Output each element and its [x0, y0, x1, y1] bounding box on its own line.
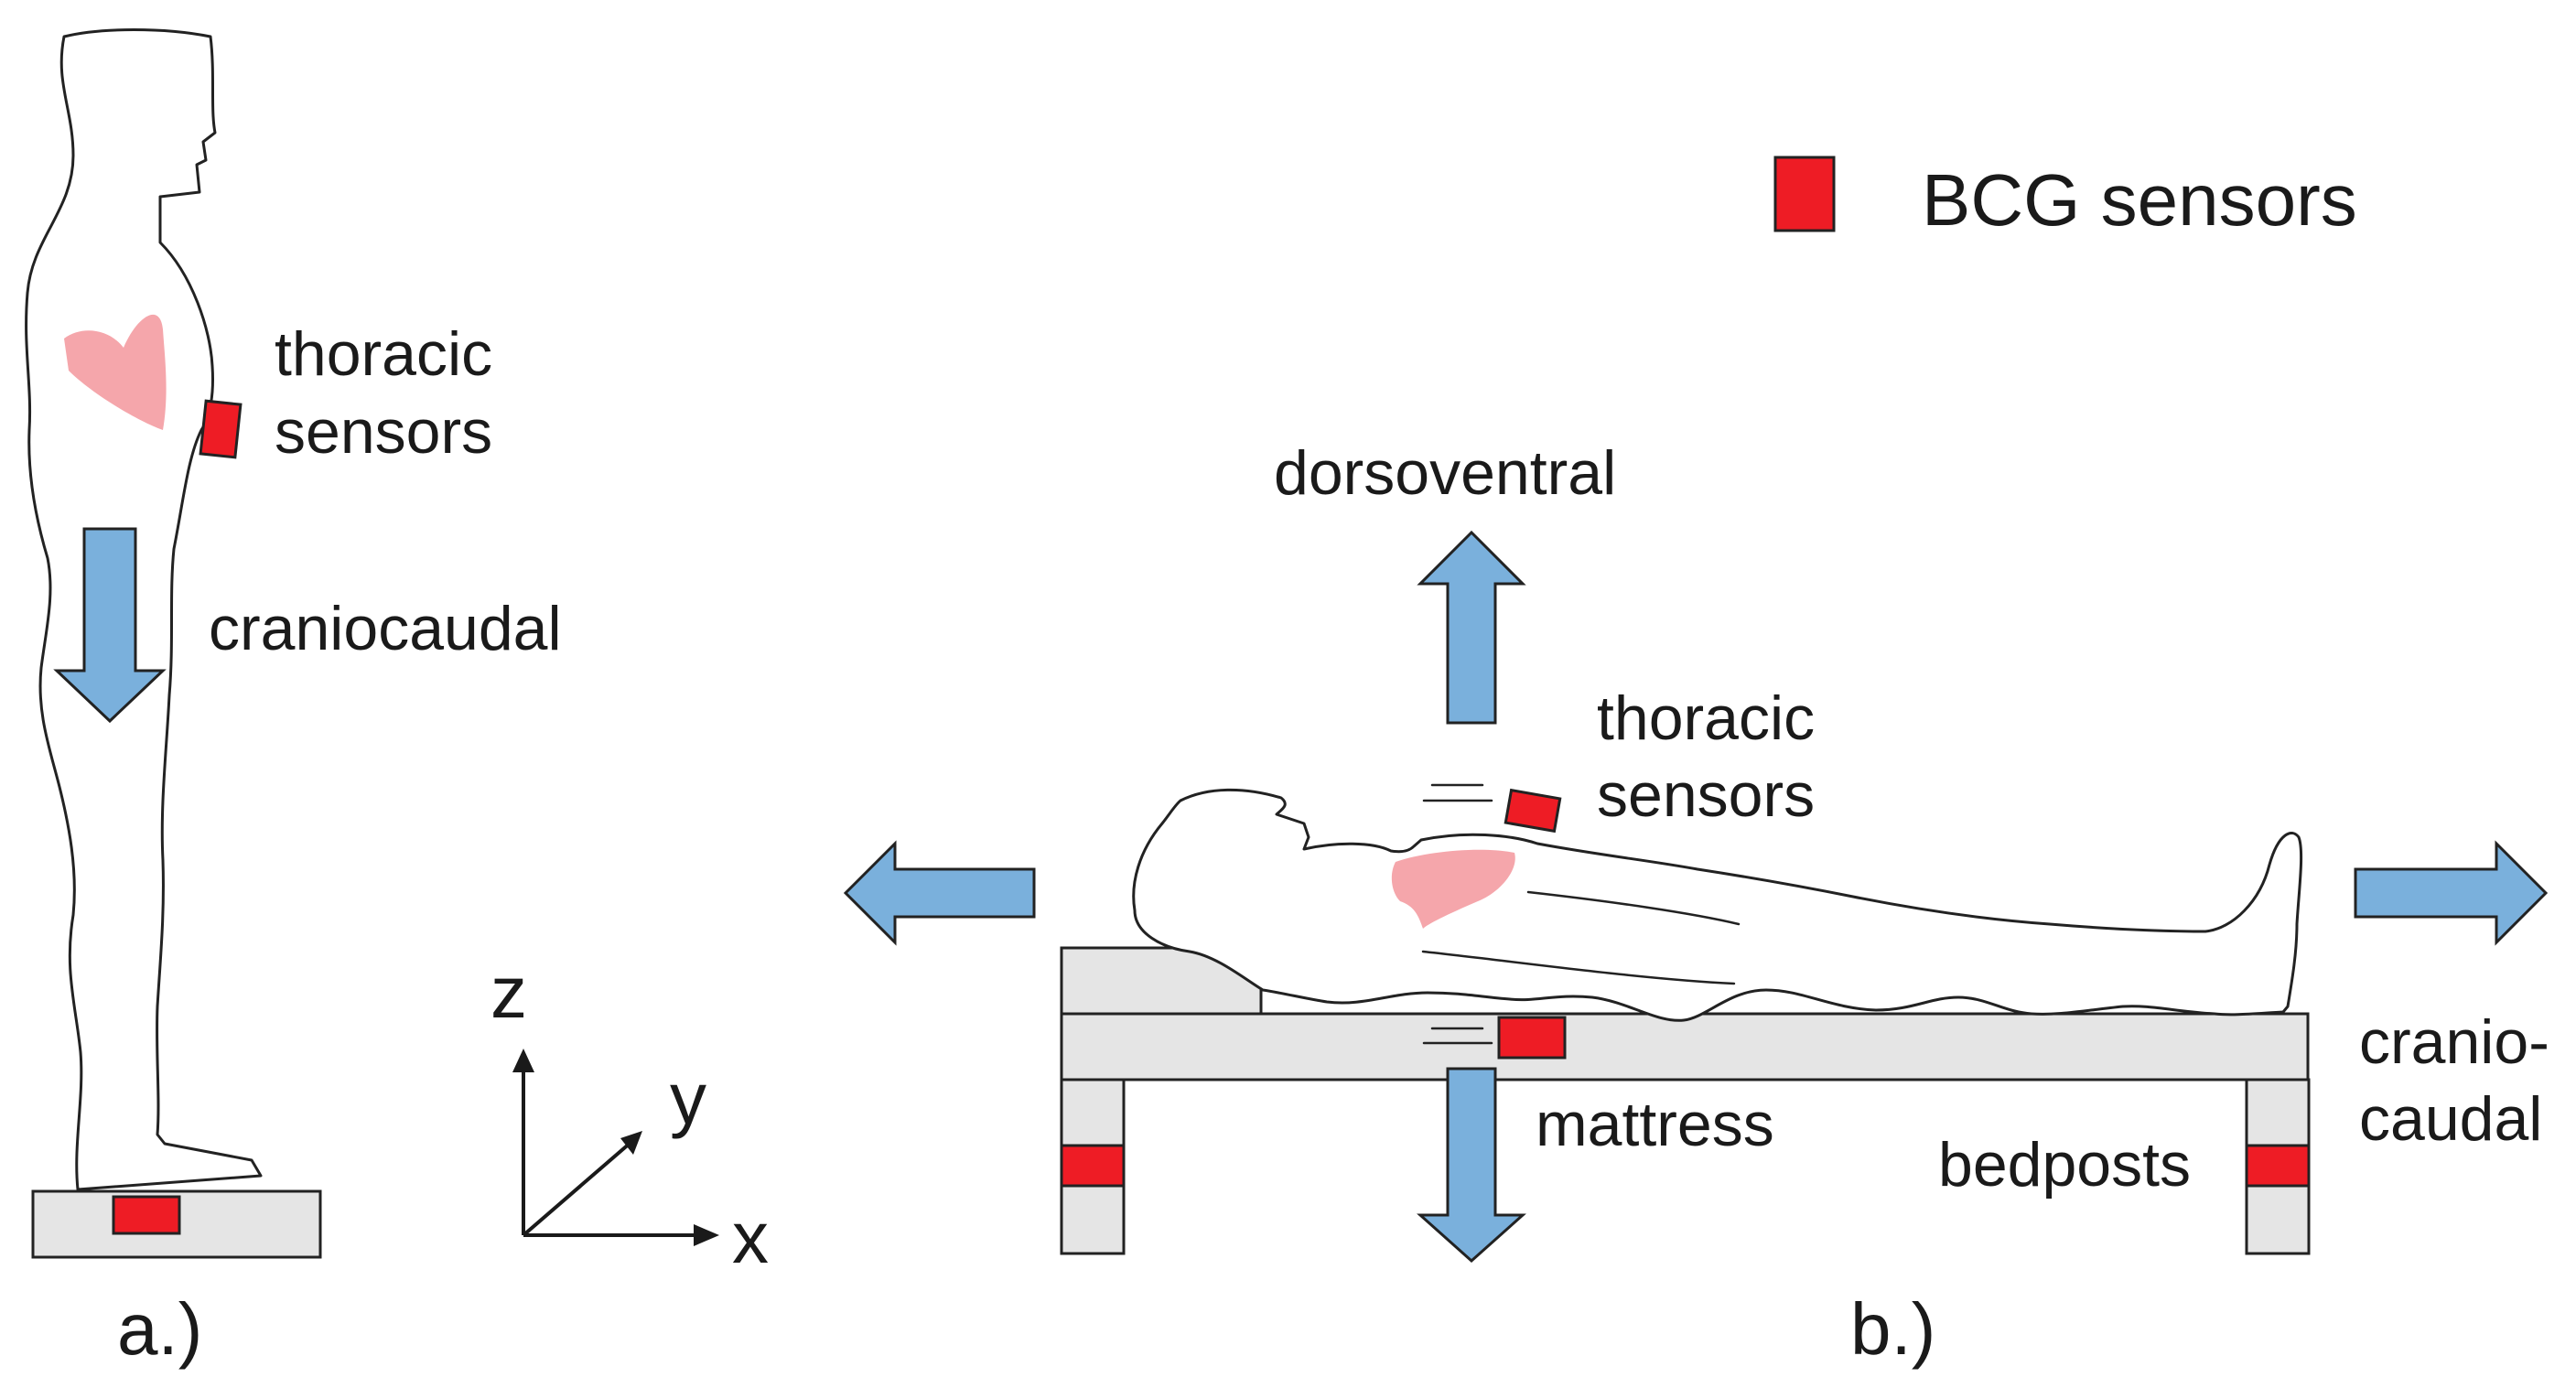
- thoracic-sensors-label-line1: thoracic: [275, 319, 492, 389]
- mattress-sensor: [1497, 1016, 1567, 1060]
- y-axis-label: y: [670, 1058, 706, 1139]
- z-axis-arrowhead: [512, 1049, 534, 1072]
- dorsoventral-arrow-up: [1417, 530, 1526, 725]
- panel-b-label: b.): [1850, 1288, 1935, 1370]
- coordinate-axes: z y x: [490, 952, 769, 1278]
- craniocaudal-label: craniocaudal: [209, 594, 562, 663]
- x-axis-arrowhead: [694, 1224, 719, 1246]
- bedpost-sensor-right: [2245, 1144, 2311, 1188]
- thoracic-sensor-standing: [199, 399, 243, 459]
- thoracic-sensors-label-line2: sensors: [275, 397, 492, 467]
- dorsoventral-label: dorsoventral: [1274, 438, 1616, 508]
- lying-person-silhouette: [1132, 788, 2303, 1022]
- cranio-caudal-label-line1: cranio-: [2359, 1007, 2549, 1077]
- panel-a-label: a.): [117, 1288, 202, 1370]
- vibration-lines-thoracic: [1422, 783, 1493, 802]
- y-axis-arrowhead: [620, 1131, 642, 1155]
- craniocaudal-arrow-right: [2354, 840, 2549, 946]
- z-axis-label: z: [490, 952, 527, 1033]
- panel-b: dorsoventral thoracic sensors mattress b…: [843, 438, 2549, 1370]
- standing-person-silhouette: [25, 28, 263, 1191]
- thoracic-sensors-lying-line2: sensors: [1597, 760, 1815, 830]
- heart-icon: [64, 314, 167, 430]
- panel-a: thoracic sensors craniocaudal a.): [25, 28, 562, 1370]
- bedpost-sensor-left: [1060, 1144, 1126, 1188]
- thoracic-sensor-lying: [1504, 788, 1562, 834]
- x-axis-label: x: [732, 1197, 769, 1278]
- mattress: [1060, 1012, 2310, 1081]
- bedposts-label: bedposts: [1938, 1130, 2191, 1200]
- mattress-label: mattress: [1536, 1090, 1774, 1159]
- cranio-caudal-label-line2: caudal: [2359, 1084, 2542, 1154]
- scale-sensor: [112, 1195, 181, 1235]
- craniocaudal-arrow-left: [843, 840, 1036, 946]
- legend-label: BCG sensors: [1922, 159, 2357, 241]
- legend-sensor-swatch: [1773, 156, 1836, 232]
- dorsoventral-arrow-down: [1417, 1067, 1526, 1264]
- craniocaudal-arrow-down: [53, 527, 167, 724]
- thoracic-sensors-lying-line1: thoracic: [1597, 683, 1815, 753]
- legend: BCG sensors: [1773, 156, 2357, 241]
- vibration-lines-mattress: [1422, 1027, 1493, 1045]
- heart-icon-lying: [1391, 849, 1515, 929]
